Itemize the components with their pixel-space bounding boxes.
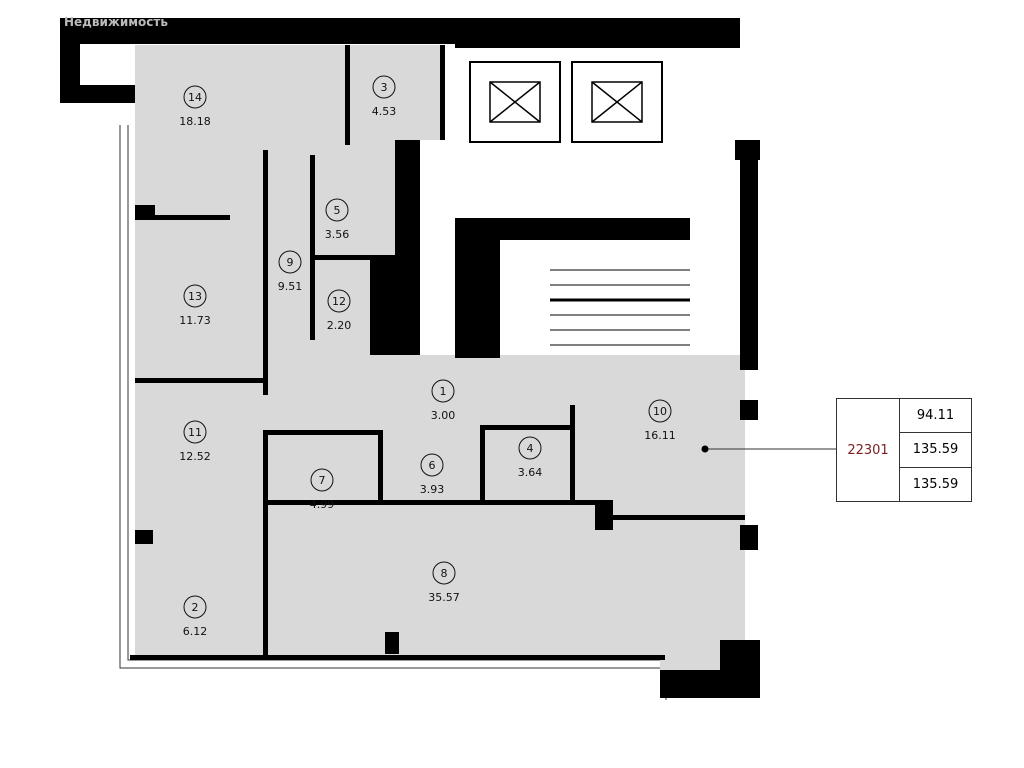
room-number: 3 (381, 81, 388, 94)
room-number-circle (327, 289, 351, 313)
room-area: 35.57 (428, 591, 460, 604)
building-core (395, 61, 740, 355)
room-3: 34.53 (372, 75, 397, 118)
room-area: 4.99 (310, 498, 335, 511)
room-number: 13 (188, 290, 202, 303)
room-5: 53.56 (325, 198, 350, 241)
room-number: 1 (440, 385, 447, 398)
room-10: 10 16.11 (644, 399, 676, 442)
room-area: 12.52 (179, 450, 211, 463)
apartment-info-box: 22301 94.11 135.59 135.59 (836, 398, 972, 502)
room-number-circle (431, 379, 455, 403)
room-number-circle (372, 75, 396, 99)
apartment-id: 22301 (837, 399, 900, 501)
room-area: 18.18 (179, 115, 211, 128)
room-number: 7 (319, 474, 326, 487)
room-labels: 1418.1834.5353.5699.51122.201311.731112.… (179, 75, 676, 638)
room-number-circle (518, 436, 542, 460)
room-number: 6 (429, 459, 436, 472)
room-number-circle (310, 468, 334, 492)
room-area: 11.73 (179, 314, 211, 327)
room-area: 9.51 (278, 280, 303, 293)
room-8: 835.57 (428, 561, 460, 604)
room-number: 10 (653, 405, 667, 418)
room-area: 3.00 (431, 409, 456, 422)
room-area: 2.20 (327, 319, 352, 332)
room-number-circle (278, 250, 302, 274)
room-7: 74.99 (310, 468, 335, 511)
total-area-2: 135.59 (912, 476, 959, 492)
room-number-circle (648, 399, 672, 423)
room-number: 5 (334, 204, 341, 217)
room-area: 3.56 (325, 228, 350, 241)
room-number: 14 (188, 91, 202, 104)
room-number: 9 (287, 256, 294, 269)
room-4: 43.64 (518, 436, 543, 479)
room-14: 14 18.18 (179, 85, 211, 128)
watermark: Недвижимость (64, 15, 168, 29)
room-number-circle (183, 420, 207, 444)
room-number-circle (432, 561, 456, 585)
room-number-circle (325, 198, 349, 222)
room-number-circle (183, 595, 207, 619)
living-area: 94.11 (900, 399, 971, 434)
room-area: 6.12 (183, 625, 208, 638)
room-13: 13 11.73 (179, 284, 211, 327)
room-number: 12 (332, 295, 346, 308)
room-area: 3.93 (420, 483, 445, 496)
room-number: 8 (441, 567, 448, 580)
stairs-icon (550, 269, 690, 346)
room-11: 11 12.52 (179, 420, 211, 463)
total-area: 135.59 (900, 433, 971, 468)
room-number-circle (183, 284, 207, 308)
room-number: 4 (527, 442, 534, 455)
room-number-circle (420, 453, 444, 477)
room-2: 26.12 (183, 595, 208, 638)
room-number: 2 (192, 601, 199, 614)
room-area: 16.11 (644, 429, 676, 442)
room-6: 63.93 (420, 453, 445, 496)
walls (60, 18, 760, 698)
room-9: 99.51 (278, 250, 303, 293)
leader-dot (701, 445, 709, 453)
room-area: 3.64 (518, 466, 543, 479)
room-area: 4.53 (372, 105, 397, 118)
room-number-circle (183, 85, 207, 109)
room-1: 13.00 (431, 379, 456, 422)
room-12: 122.20 (327, 289, 352, 332)
room-number: 11 (188, 426, 202, 439)
elevator-icon (489, 81, 643, 123)
